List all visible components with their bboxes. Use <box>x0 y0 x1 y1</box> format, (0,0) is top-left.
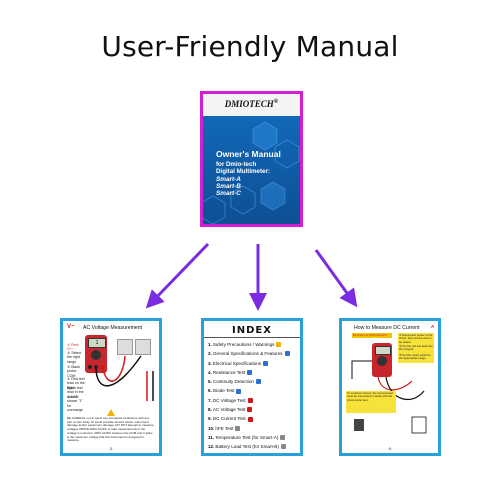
index-item-number: 6. <box>208 388 212 394</box>
index-item-number: 5. <box>208 379 212 385</box>
current-mode-icon: A <box>430 324 434 329</box>
index-item-label: Temperature Test (for Smart-A) <box>215 434 279 440</box>
index-item-icon <box>247 397 253 403</box>
index-item-icon <box>236 388 242 394</box>
page-number: -3- <box>108 446 114 451</box>
index-item-number: 8. <box>208 407 212 413</box>
index-item-icon <box>263 360 269 366</box>
step-1: ① Disconnect power to the circuit, then … <box>399 333 433 344</box>
index-item-number: 11. <box>208 434 215 440</box>
index-item: 2.General Specifications & Features <box>208 349 300 358</box>
callout-lcd: ⑤ LCD shows "1" for overrange <box>67 395 84 413</box>
index-title: INDEX <box>232 325 272 336</box>
index-item-label: Electrical Specifications <box>212 360 262 366</box>
index-item: 7.DC Voltage Test <box>208 396 300 405</box>
cover-hex-pattern <box>203 121 300 224</box>
index-item-label: DC Voltage Test <box>212 397 246 403</box>
circuit-diagram <box>351 360 427 434</box>
index-item-label: Continuity Detection <box>212 379 254 385</box>
index-item-label: Resistance Test <box>212 369 246 375</box>
index-item-label: Diode Test <box>212 388 235 394</box>
warning-text: BE CAREFUL not to touch any energized co… <box>67 416 154 443</box>
outlet-illustration <box>117 339 133 355</box>
step-2: ② Put the red test lead into the mA jack <box>399 344 433 352</box>
index-item-icon <box>276 342 282 348</box>
index-item-number: 7. <box>208 397 212 403</box>
callout-black: ③ Black probe: COM <box>67 365 81 378</box>
callout-black-lead: Black test lead in the middle <box>67 386 84 399</box>
index-item-label: AC Voltage Test <box>212 407 246 413</box>
arrow-left <box>145 242 210 309</box>
index-item: 1.Safety Precautions / Warnings <box>208 340 300 349</box>
page-title: AC Voltage Measurement <box>83 325 143 331</box>
index-item-icon <box>235 425 241 431</box>
index-item-label: Safety Precautions / Warnings <box>212 342 275 347</box>
arrow-right <box>314 249 358 308</box>
callout-range: ② Select the right range <box>67 351 82 364</box>
index-divider <box>204 337 300 338</box>
index-item: 10.hFE Test <box>208 424 300 433</box>
index-item-label: Battery Load Test (for Smart-B) <box>215 444 279 450</box>
warning-icon <box>107 409 115 416</box>
index-item: 3.Electrical Specifications <box>208 359 300 368</box>
note-box <box>346 391 396 413</box>
headline: User-Friendly Manual <box>101 30 399 63</box>
index-item-number: 2. <box>208 351 212 357</box>
index-item: 12.Battery Load Test (for Smart-B) <box>208 442 300 451</box>
voltage-mode-icon: V~ <box>67 324 75 330</box>
step-3: ③ Set the rotary switch to the appropria… <box>399 353 431 361</box>
index-item-icon <box>247 370 253 376</box>
index-item-number: 12. <box>208 444 215 450</box>
index-item: 9.DC Current Test <box>208 414 300 423</box>
page-number: -9- <box>387 446 393 451</box>
manual-cover: DMIOTECH® Owner's Manual for Dmio-tech D… <box>200 91 303 227</box>
index-item-number: 13. <box>208 452 214 453</box>
index-item-icon <box>255 379 261 385</box>
index-item-icon <box>284 351 290 357</box>
index-item-icon <box>247 416 253 422</box>
callout-red: ① Red: V+~ <box>67 343 79 352</box>
index-item: 11.Temperature Test (for Smart-A) <box>208 433 300 442</box>
index-item-number: 9. <box>208 416 212 422</box>
index-item: 6.Diode Test <box>208 386 300 395</box>
manual-page-ac-voltage: V~ AC Voltage Measurement 1 ① Red: V+~ ②… <box>60 318 162 456</box>
index-item-label: General Specifications & Features <box>212 351 283 357</box>
page-title: How to Measure DC Current <box>354 325 420 331</box>
multimeter-illustration: 1 <box>85 335 107 373</box>
cover-model-b: Smart-B <box>216 183 241 190</box>
index-item-icon <box>247 407 253 413</box>
index-item-icon <box>281 454 286 456</box>
index-item: 13.Capacitance Test (for Smart-C) <box>208 452 300 456</box>
index-item: 8.AC Voltage Test <box>208 405 300 414</box>
note-text: To measure current, the red test lead mu… <box>347 391 393 402</box>
index-item-number: 3. <box>208 360 212 366</box>
steps-box <box>398 333 434 363</box>
cover-model-a: Smart-A <box>216 176 241 183</box>
index-item: 4.Resistance Test <box>208 368 300 377</box>
index-item-label: DC Current Test <box>212 416 246 422</box>
callout-red-lead: ④ Red test lead on the right <box>67 377 85 390</box>
cover-subtitle: for Dmio-tech Digital Multimeter: <box>216 161 270 176</box>
index-item-label: Capacitance Test (for Smart-C) <box>215 452 278 453</box>
cover-title: Owner's Manual <box>216 149 281 159</box>
index-item-label: hFE Test <box>215 425 234 431</box>
test-leads <box>95 355 154 401</box>
index-item: 5.Continuity Detection <box>208 377 300 386</box>
index-item-number: 10. <box>208 425 215 431</box>
banner-text: Red wire to 10A/mA/µA/V <box>353 333 388 337</box>
index-item-number: 1. <box>208 342 212 347</box>
index-item-icon <box>280 444 286 450</box>
manual-page-dc-current: How to Measure DC Current A Red wire to … <box>339 318 441 456</box>
index-item-number: 4. <box>208 369 212 375</box>
cover-model-c: Smart-C <box>216 190 241 197</box>
cover-logo: DMIOTECH® <box>224 99 279 109</box>
banner <box>352 333 392 338</box>
outlet-illustration <box>135 339 151 355</box>
multimeter-illustration <box>372 343 392 377</box>
index-item-icon <box>280 435 286 441</box>
